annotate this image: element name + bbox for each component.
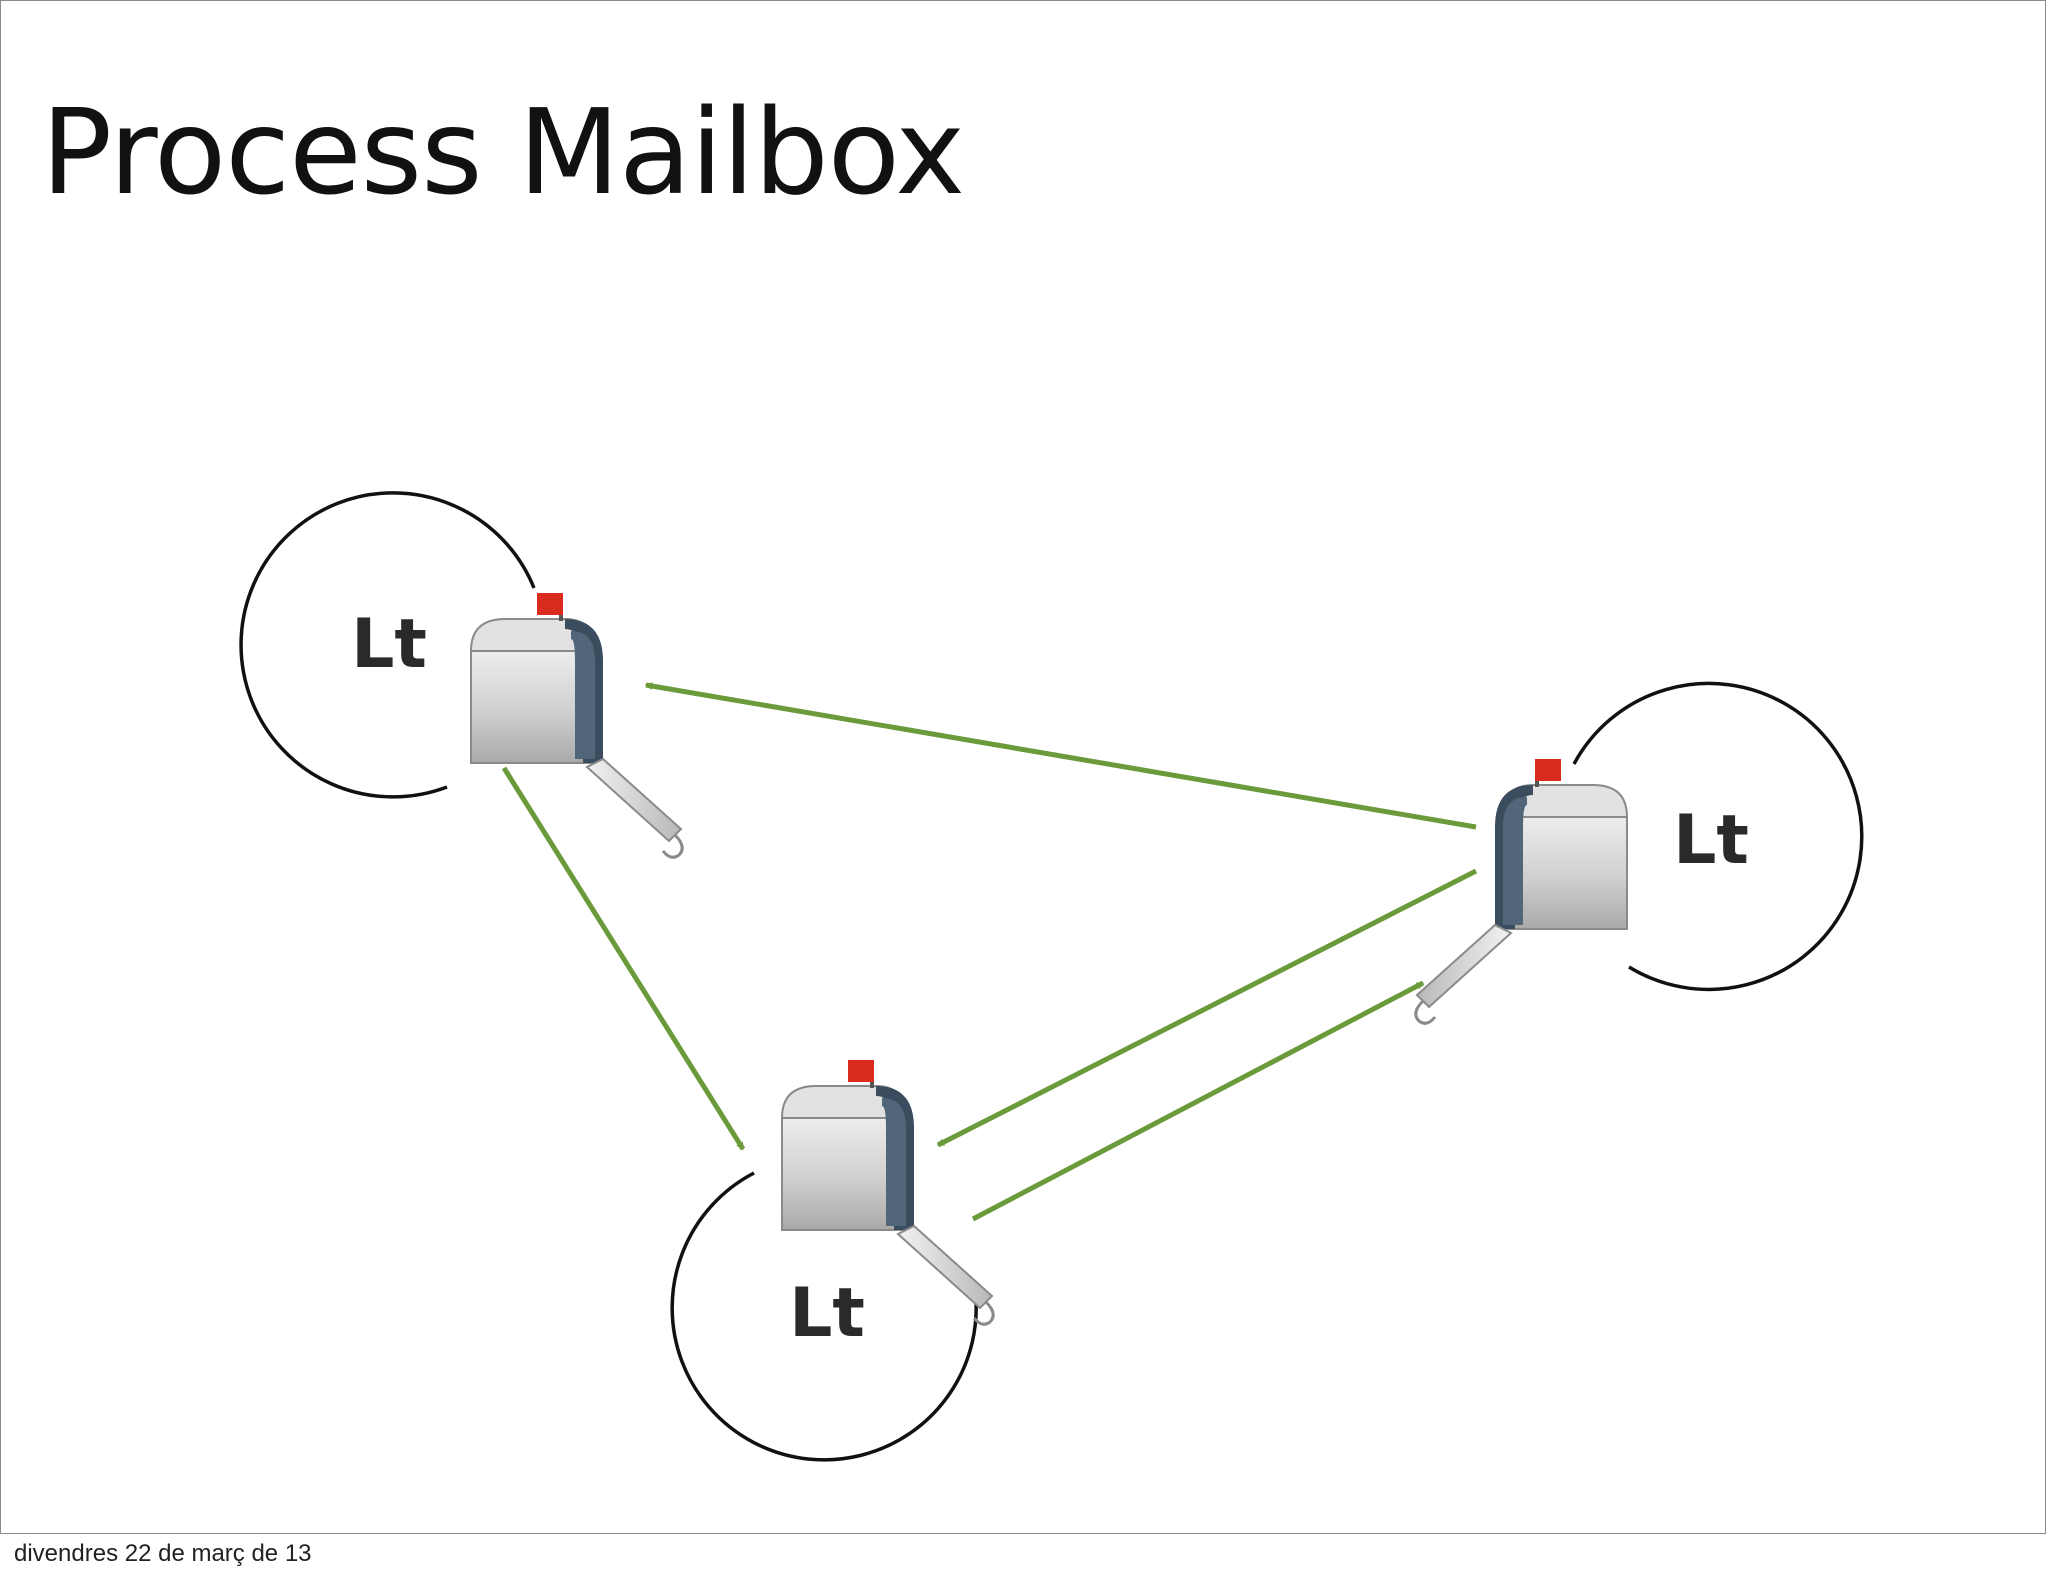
process-circle-right — [1572, 681, 1864, 992]
footer-date: divendres 22 de març de 13 — [14, 1540, 312, 1567]
slide-title: Process Mailbox — [41, 83, 965, 221]
arrow-bottom-to-right — [971, 980, 1425, 1222]
node-label-bottom: Lt — [789, 1274, 865, 1353]
mailbox-icon — [1416, 759, 1627, 1023]
mailbox-diagram: Lt Lt Lt — [239, 491, 1864, 1462]
arrow-top-left-to-bottom — [501, 766, 746, 1151]
mailbox-icon — [469, 591, 684, 859]
arrow-right-to-top-left — [644, 682, 1477, 830]
process-circle-bottom — [670, 1171, 978, 1462]
node-label-right: Lt — [1673, 801, 1749, 880]
arrow-right-to-bottom — [936, 868, 1478, 1148]
process-circle-top-left — [239, 491, 536, 799]
node-label-top-left: Lt — [351, 605, 427, 684]
slide: Process Mailbox — [0, 0, 2046, 1534]
message-arrows — [501, 682, 1478, 1222]
